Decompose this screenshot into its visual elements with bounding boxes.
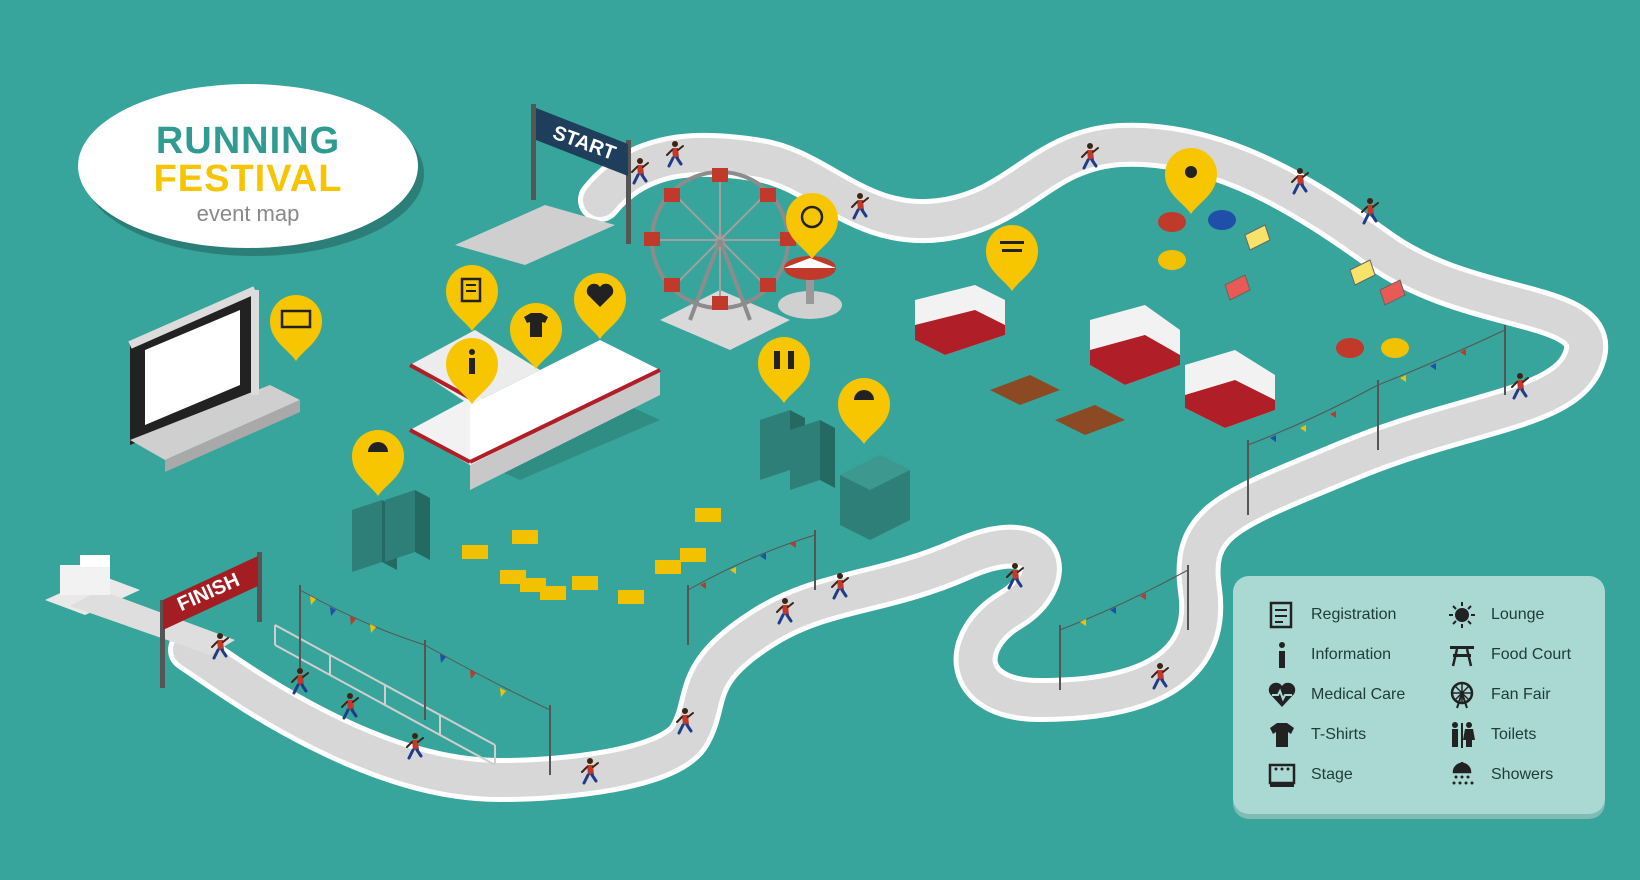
title-line-1: RUNNING	[155, 120, 341, 162]
legend-label: Information	[1311, 646, 1392, 663]
legend-label: Toilets	[1491, 726, 1537, 743]
food-court-icon	[1443, 638, 1481, 672]
ferris-wheel	[644, 168, 796, 350]
stage-pin[interactable]	[270, 295, 322, 361]
fan-fair-icon	[1443, 678, 1481, 712]
legend-label: Registration	[1311, 606, 1397, 623]
lounge-pin[interactable]	[1165, 148, 1217, 214]
title-card: RUNNING FESTIVAL event map	[78, 84, 418, 248]
running-track	[168, 122, 1608, 802]
t-shirts-pin[interactable]	[510, 303, 562, 369]
hay-bales	[462, 508, 721, 604]
toilet-cabins	[352, 410, 835, 572]
legend-item-showers: Showers	[1443, 758, 1553, 792]
showers-icon	[854, 390, 874, 400]
food-court-icon	[1000, 241, 1024, 244]
legend-label: T-Shirts	[1311, 726, 1367, 743]
map-legend: Registration Information Medical Care T-…	[1233, 576, 1605, 814]
lounge-icon	[1185, 166, 1197, 178]
legend-item-registration: Registration	[1263, 598, 1396, 632]
medical-care-pin[interactable]	[574, 273, 626, 339]
legend-item-stage: Stage	[1263, 758, 1353, 792]
food-trucks	[915, 285, 1275, 428]
toilets-pin[interactable]	[758, 337, 810, 403]
stage-icon	[1263, 758, 1301, 792]
lounge-icon	[1443, 598, 1481, 632]
registration-icon	[1263, 598, 1301, 632]
legend-label: Lounge	[1491, 606, 1545, 623]
toilets-icon	[774, 351, 780, 369]
registration-icon	[460, 277, 482, 303]
information-pin[interactable]	[446, 338, 498, 404]
title-subtitle: event map	[196, 201, 300, 226]
barrier-fence	[274, 624, 496, 766]
shower-block	[840, 455, 910, 540]
registration-pin[interactable]	[446, 265, 498, 331]
fan-fair-pin[interactable]	[786, 193, 838, 259]
legend-label: Medical Care	[1311, 686, 1406, 703]
bunting	[299, 325, 1506, 775]
legend-label: Showers	[1491, 766, 1554, 783]
t-shirts-icon	[524, 313, 548, 337]
legend-item-fan-fair: Fan Fair	[1443, 678, 1551, 712]
information-icon	[1263, 638, 1301, 672]
food-court-pin[interactable]	[986, 225, 1038, 291]
stage-icon	[280, 309, 312, 329]
legend-item-information: Information	[1263, 638, 1391, 672]
showers-pin-right[interactable]	[838, 378, 890, 444]
fan-fair-icon	[800, 205, 824, 229]
showers-pin-left[interactable]	[352, 430, 404, 496]
legend-label: Stage	[1311, 766, 1353, 783]
legend-item-t-shirts: T-Shirts	[1263, 718, 1366, 752]
toilets-icon	[1443, 718, 1481, 752]
information-icon	[469, 349, 475, 355]
showers-icon	[1443, 758, 1481, 792]
lounge-area	[1158, 210, 1409, 358]
showers-icon	[368, 442, 388, 452]
legend-item-toilets: Toilets	[1443, 718, 1536, 752]
legend-item-lounge: Lounge	[1443, 598, 1544, 632]
title-line-2: FESTIVAL	[153, 158, 343, 200]
medical-care-icon	[1263, 678, 1301, 712]
stage	[128, 286, 300, 472]
legend-label: Fan Fair	[1491, 686, 1551, 703]
legend-item-medical-care: Medical Care	[1263, 678, 1405, 712]
medical-care-icon	[586, 283, 614, 307]
t-shirts-icon	[1263, 718, 1301, 752]
bunting-flags	[310, 349, 1466, 697]
picnic-tables	[990, 375, 1125, 435]
carousel	[778, 256, 842, 319]
legend-label: Food Court	[1491, 646, 1572, 663]
legend-item-food-court: Food Court	[1443, 638, 1571, 672]
